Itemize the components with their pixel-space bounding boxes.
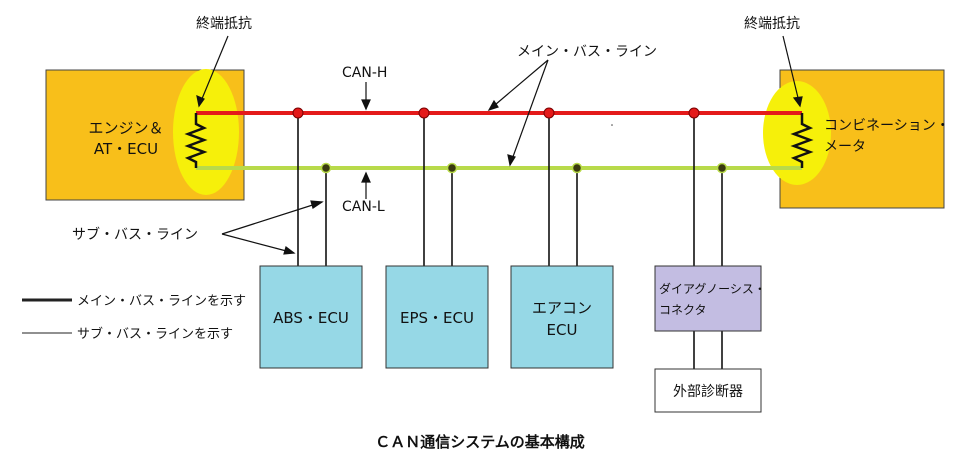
combination-meter: コンビネーション・ メータ: [763, 69, 950, 209]
external-diagnostic-tester: 外部診断器: [654, 368, 762, 413]
sub-bus-lines: [297, 113, 723, 369]
diagnosis-connector-label-1: ダイアグノーシス・: [659, 281, 766, 296]
diagram-caption: ＣＡＮ通信システムの基本構成: [375, 433, 585, 451]
terminating-resistor-left: [184, 113, 208, 168]
diagnosis-connector-label-2: コネクタ: [659, 303, 707, 317]
aircon-ecu-label-1: エアコン: [532, 299, 592, 317]
eps-ecu: EPS・ECU: [385, 265, 489, 369]
legend-main-label: メイン・バス・ラインを示す: [77, 294, 246, 309]
main-bus-line-label: メイン・バス・ライン: [517, 44, 657, 60]
terminating-resistor-right-label: 終端抵抗: [744, 16, 800, 32]
legend-sub-label: サブ・バス・ラインを示す: [77, 326, 233, 342]
can-h-label: CAN-H: [342, 65, 387, 81]
terminating-resistor-left-label: 終端抵抗: [196, 16, 252, 32]
combination-meter-label-1: コンビネーション・: [824, 118, 950, 134]
diagnosis-connector: ダイアグノーシス・ コネクタ: [654, 265, 766, 332]
aircon-ecu-label-2: ECU: [547, 321, 578, 339]
can-h-junctions: [292, 107, 700, 119]
can-l-junctions: [320, 162, 728, 174]
stray-dot: [611, 124, 613, 126]
combination-meter-label-2: メータ: [824, 139, 866, 155]
engine-ecu-label-2: AT・ECU: [94, 140, 158, 158]
abs-ecu-label: ABS・ECU: [273, 309, 349, 327]
aircon-ecu: エアコン ECU: [510, 265, 614, 369]
can-l-label: CAN-L: [342, 199, 385, 215]
leader-arrows: [196, 35, 803, 255]
sub-bus-line-label: サブ・バス・ライン: [72, 226, 198, 243]
engine-ecu-label-1: エンジン＆: [88, 119, 163, 137]
engine-at-ecu: エンジン＆ AT・ECU: [45, 69, 245, 201]
legend: メイン・バス・ラインを示す サブ・バス・ラインを示す: [22, 294, 246, 342]
abs-ecu: ABS・ECU: [259, 265, 363, 369]
eps-ecu-label: EPS・ECU: [400, 309, 474, 327]
terminating-resistor-right: [790, 113, 814, 168]
external-tester-label: 外部診断器: [673, 384, 743, 400]
